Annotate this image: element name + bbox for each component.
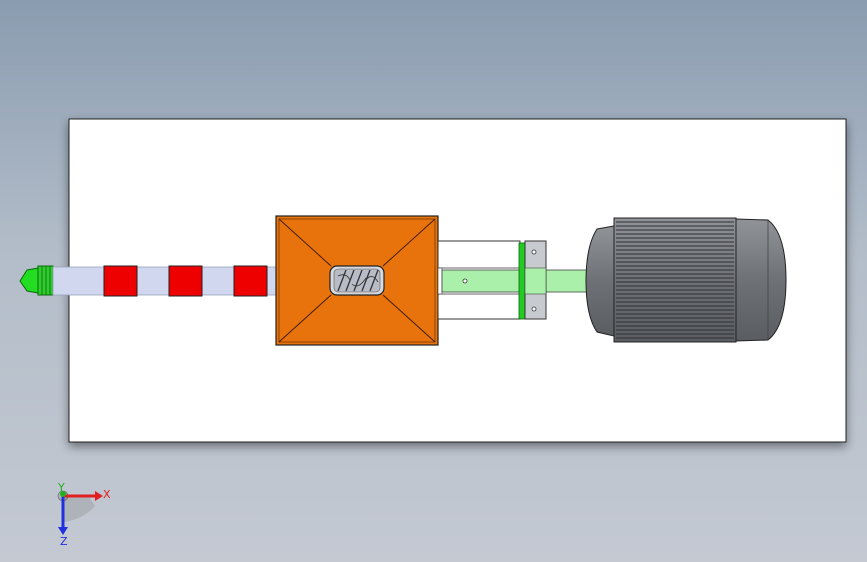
y-axis-label: Y xyxy=(57,481,65,494)
coupling-flange[interactable] xyxy=(518,240,547,320)
z-axis-label: Z xyxy=(60,535,68,548)
screw[interactable] xyxy=(329,265,385,296)
coordinate-triad[interactable]: X Y Z xyxy=(57,481,111,548)
y-axis-marker xyxy=(60,491,66,497)
heater-band-3[interactable] xyxy=(233,265,268,297)
nozzle[interactable] xyxy=(19,265,54,296)
electric-motor[interactable] xyxy=(585,217,787,343)
x-axis-label: X xyxy=(103,488,111,501)
heater-band-2[interactable] xyxy=(168,265,203,297)
shaft-pin xyxy=(462,278,468,284)
heater-band-1[interactable] xyxy=(103,265,138,297)
